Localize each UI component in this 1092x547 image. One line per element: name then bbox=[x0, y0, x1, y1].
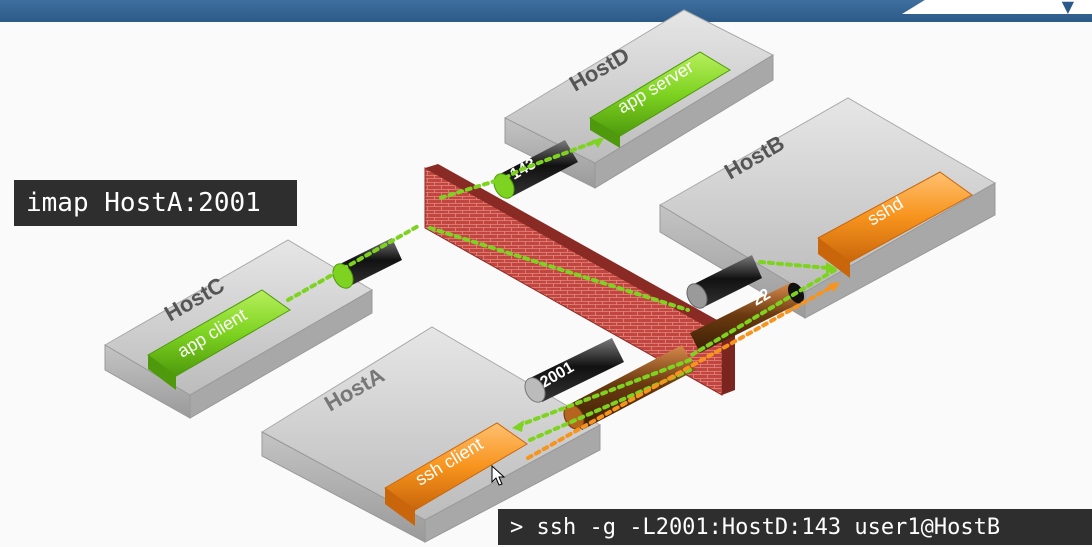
slide-header-bar bbox=[0, 0, 1092, 22]
arrowheads bbox=[512, 138, 840, 432]
green-line-tube-ssh-client bbox=[518, 358, 692, 427]
imap-command-box: imap HostA:2001 bbox=[14, 180, 297, 226]
host-b-box bbox=[659, 97, 997, 319]
port-22-label: 22 bbox=[750, 286, 774, 310]
arrow-ssh-client bbox=[512, 420, 524, 432]
orange-line-ssh-tunnel bbox=[526, 283, 837, 460]
arrow-app-server bbox=[592, 138, 604, 148]
arrow-orange-sshd bbox=[828, 282, 840, 292]
connection-lines bbox=[286, 138, 837, 460]
green-line-appclient-firewall bbox=[286, 223, 422, 302]
tube-2001 bbox=[524, 338, 624, 403]
green-line-app-server bbox=[503, 138, 602, 180]
ssh-command-box: > ssh -g -L2001:HostD:143 user1@HostB bbox=[498, 509, 1092, 545]
arrow-sshd bbox=[826, 262, 836, 274]
host-d-app-server bbox=[589, 51, 731, 148]
green-line-firewall-host-b bbox=[428, 226, 690, 312]
green-line-hostb-sshd bbox=[758, 260, 830, 270]
host-c-app-client bbox=[147, 289, 291, 390]
green-line-143-firewall bbox=[438, 176, 507, 200]
tube-hostc bbox=[332, 238, 402, 289]
host-a-ssh-client bbox=[384, 422, 528, 526]
mouse-cursor-icon bbox=[491, 464, 506, 486]
tube-hostb bbox=[686, 255, 762, 309]
host-a-box bbox=[261, 326, 602, 543]
chevron-down-icon[interactable]: ▼ bbox=[1061, 0, 1074, 16]
corner-tab bbox=[902, 0, 1092, 14]
host-b-sshd bbox=[817, 171, 973, 278]
green-line-sshd-tube22 bbox=[688, 268, 837, 358]
